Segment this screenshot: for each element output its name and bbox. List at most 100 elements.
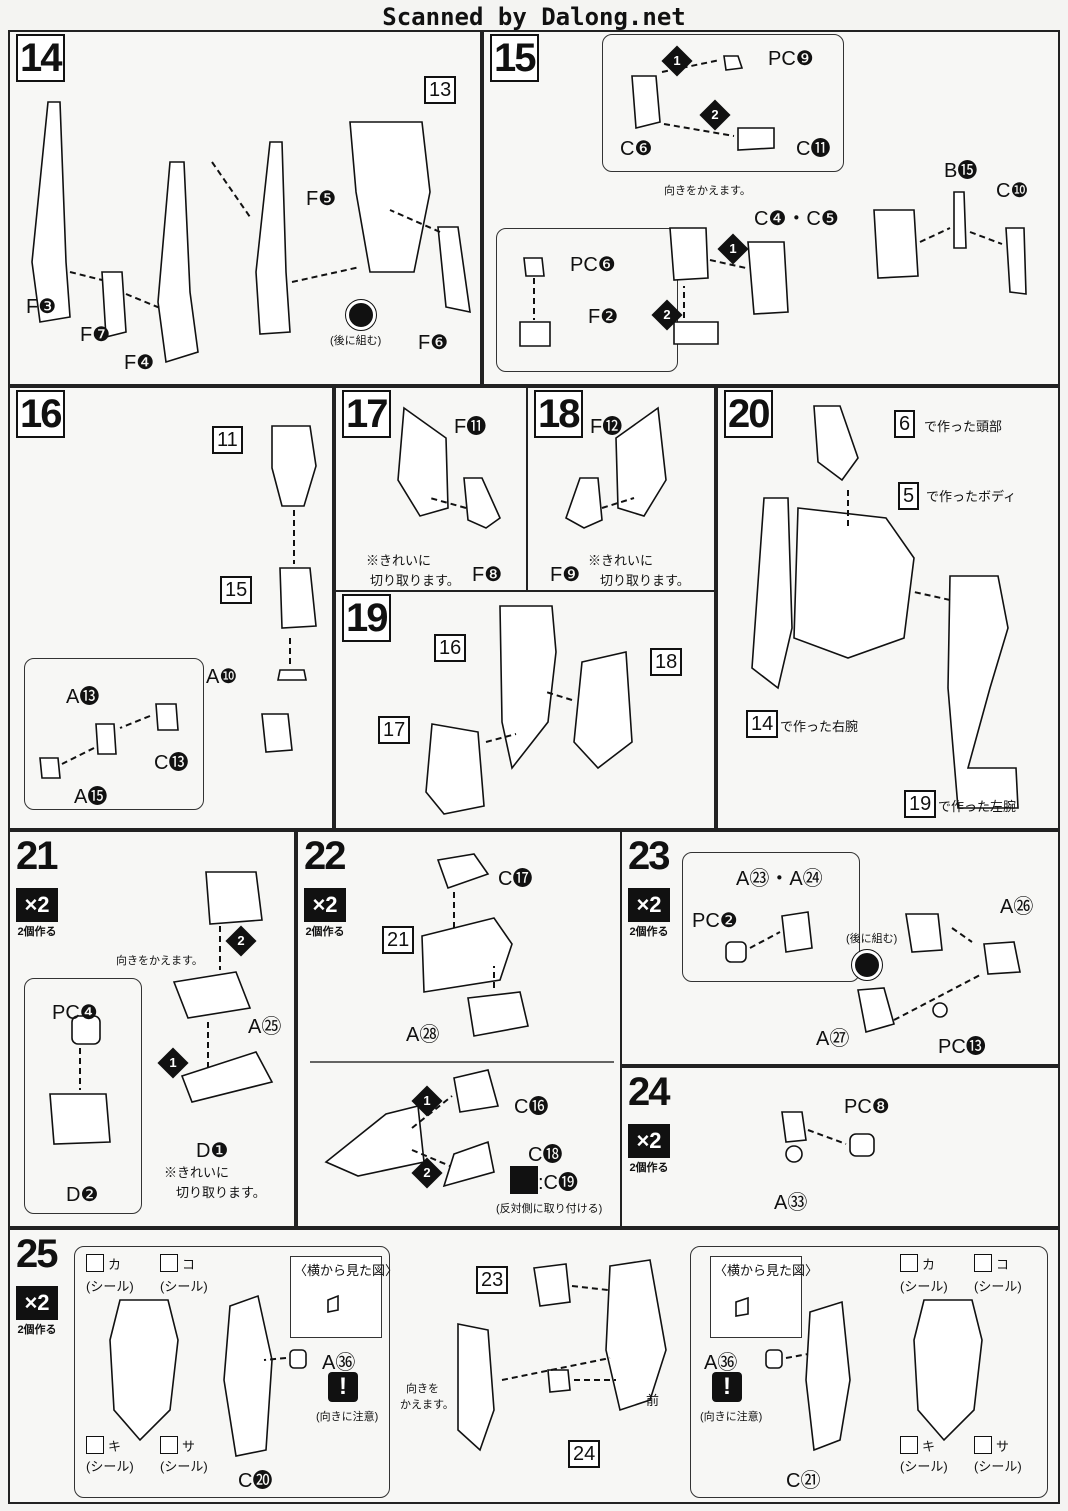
caution-icon: ! — [328, 1372, 358, 1402]
later-assembly-note: (後に組む) — [330, 335, 382, 347]
sticker-icon — [900, 1436, 918, 1454]
step-16-panel: 16 11 15 A❿ A⓭ C⓭ A⓯ — [8, 386, 334, 830]
order-marker-2: 2 — [411, 1157, 443, 1189]
cut-note-line2: 切り取ります。 — [176, 1185, 266, 1200]
right-sub-assembly — [690, 1246, 1048, 1498]
left-arm-label: で作った左腕 — [938, 799, 1017, 814]
seal-label: (シール) — [900, 1279, 948, 1294]
armor-half-diagram — [565, 406, 667, 529]
order-marker-1b: 1 — [717, 233, 749, 265]
part-label-c11: C⓫ — [796, 138, 831, 160]
step-ref-16: 16 — [434, 634, 467, 662]
step-number: 17 — [342, 390, 391, 438]
orientation-note: (向きに注意) — [316, 1411, 379, 1423]
later-assembly-mark — [851, 949, 883, 981]
part-label-c16: C⓰ — [514, 1096, 549, 1118]
front-label: 前 — [646, 1393, 660, 1408]
sub-assembly — [24, 658, 204, 810]
seal-label: (シール) — [900, 1459, 948, 1474]
part-label-pc6: PC❻ — [570, 254, 616, 276]
step-19-panel: 19 16 18 17 — [334, 590, 716, 830]
orientation-note: (向きに注意) — [700, 1411, 763, 1423]
order-marker-1: 1 — [411, 1085, 443, 1117]
sticker-ko-label: コ — [182, 1257, 196, 1272]
part-label-f12: F⓬ — [590, 416, 623, 438]
sticker-ki-label: キ — [922, 1439, 936, 1454]
seal-label: (シール) — [86, 1279, 134, 1294]
part-label-c17: C⓱ — [498, 868, 533, 890]
part-label-pc2: PC❷ — [692, 910, 738, 932]
step-number: 24 — [628, 1070, 670, 1114]
ankle-diagram — [725, 911, 1021, 1034]
shield-diagram-left — [31, 101, 471, 364]
sticker-ki-label: キ — [108, 1439, 122, 1454]
step-ref-18: 18 — [650, 648, 683, 676]
side-view-label: 〈横から見た図〉 — [294, 1263, 399, 1278]
step-ref-23: 23 — [476, 1266, 509, 1294]
sub-assembly-top — [602, 34, 844, 172]
scan-watermark: Scanned by Dalong.net — [382, 3, 686, 31]
later-assembly-note: (後に組む) — [846, 933, 898, 945]
joint-diagram — [781, 1111, 875, 1163]
step-number: 20 — [724, 390, 773, 438]
seal-label: (シール) — [160, 1459, 208, 1474]
sticker-sa-label: サ — [996, 1439, 1010, 1454]
leg-assembly-diagram — [519, 55, 1027, 347]
order-marker-2: 2 — [699, 99, 731, 131]
part-label-f3: F❸ — [26, 296, 57, 318]
part-label-b15: B⓯ — [944, 160, 978, 182]
step-20-panel: 20 6 で作った頭部 5 で作ったボディ 14 で作った右腕 19 で作った左… — [716, 386, 1060, 830]
part-label-a26: A㉖ — [1000, 896, 1034, 918]
step-15-panel: 15 1 2 PC❾ C❻ C⓫ 向きをかえます。 1 2 C❹・C❺ PC❻ … — [482, 30, 1060, 386]
seal-label: (シール) — [86, 1459, 134, 1474]
step-17-panel: 17 F⓫ F❽ ※きれいに 切り取ります。 — [334, 386, 528, 592]
part-label-c13: C⓭ — [154, 752, 189, 774]
step-ref-5: 5 — [898, 482, 920, 510]
sticker-ka-label: カ — [108, 1257, 122, 1272]
left-arm-diagram — [425, 605, 633, 815]
part-label-a13: A⓭ — [66, 686, 100, 708]
step-ref-13: 13 — [424, 76, 457, 104]
sticker-icon — [86, 1436, 104, 1454]
step-number: 21 — [16, 834, 58, 878]
part-label-a10: A❿ — [206, 666, 238, 688]
order-marker-2b: 2 — [651, 299, 683, 331]
part-label-pc9: PC❾ — [768, 48, 814, 70]
part-label-f5: F❺ — [306, 188, 337, 210]
sticker-ko-label: コ — [996, 1257, 1010, 1272]
part-label-f2: F❷ — [588, 306, 619, 328]
head-label: で作った頭部 — [924, 419, 1003, 434]
armor-half-diagram — [397, 406, 501, 529]
sticker-sa-label: サ — [182, 1439, 196, 1454]
seal-label: (シール) — [974, 1279, 1022, 1294]
right-arm-label: で作った右腕 — [780, 719, 859, 734]
step-ref-21: 21 — [382, 926, 415, 954]
foot-diagram — [49, 871, 274, 1145]
cut-note-line1: ※きれいに — [588, 553, 654, 568]
sticker-icon — [86, 1254, 104, 1272]
step-number: 18 — [534, 390, 583, 438]
skirt-armor-diagram — [109, 1259, 983, 1457]
part-label-a15: A⓯ — [74, 786, 108, 808]
cut-note-line1: ※きれいに — [366, 553, 432, 568]
step-ref-24: 24 — [568, 1440, 601, 1468]
part-label-pc8: PC❽ — [844, 1096, 890, 1118]
torso-assembly-diagram — [751, 405, 1019, 809]
order-marker-2: 2 — [225, 925, 257, 957]
step-number: 16 — [16, 390, 65, 438]
step-14-panel: 14 F❸ F❼ F❹ F❺ F❻ 13 (後に組む) — [8, 30, 482, 386]
sticker-icon — [974, 1436, 992, 1454]
step-ref-11: 11 — [212, 426, 243, 454]
sticker-icon — [900, 1254, 918, 1272]
part-label-c18: C⓲ — [528, 1144, 563, 1166]
order-marker-1: 1 — [661, 45, 693, 77]
turn-note-line1: 向きを — [406, 1383, 439, 1395]
order-marker-1: 1 — [157, 1047, 189, 1079]
cut-note-line2: 切り取ります。 — [600, 573, 690, 588]
part-label-f4: F❹ — [124, 352, 155, 374]
step-ref-6: 6 — [894, 410, 916, 438]
